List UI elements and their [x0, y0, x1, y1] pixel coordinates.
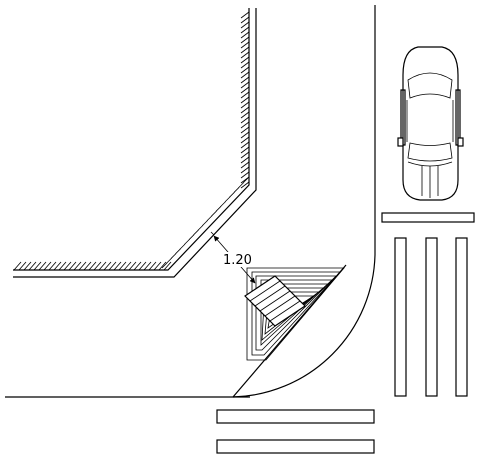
hatch-stroke — [113, 261, 122, 271]
hatch-stroke — [163, 261, 172, 271]
hatch-stroke — [240, 96, 250, 104]
hatch-stroke — [240, 156, 250, 164]
kerb-lines — [5, 5, 376, 398]
hatch-stroke — [240, 36, 250, 44]
hatch-stroke — [63, 261, 72, 271]
hatch-stroke — [93, 261, 102, 271]
hatch-stroke — [240, 56, 250, 64]
hatch-stroke — [215, 206, 222, 212]
hatch-stroke — [138, 261, 147, 271]
hatch-stroke — [240, 71, 250, 79]
hatch-stroke — [240, 86, 250, 94]
hatch-stroke — [240, 101, 250, 109]
hatch-stroke — [68, 261, 77, 271]
hatch-stroke — [240, 181, 250, 189]
hatch-stroke — [240, 26, 250, 34]
hatch-stroke — [240, 46, 250, 54]
hatch-stroke — [240, 41, 250, 49]
hatch-stroke — [43, 261, 52, 271]
hatch-stroke — [179, 243, 186, 250]
hatch-stroke — [242, 177, 249, 184]
hatch-stroke — [240, 111, 250, 119]
hatch-stroke — [240, 116, 250, 124]
hatch-stroke — [153, 261, 162, 271]
hatch-stroke — [240, 91, 250, 99]
hatch-stroke — [240, 146, 250, 154]
hatch-stroke — [188, 234, 195, 240]
hatch-stroke — [229, 191, 235, 198]
hatch-stroke — [170, 253, 177, 259]
hatch-stroke — [240, 171, 250, 179]
hatch-stroke — [240, 61, 250, 69]
hatch-stroke — [158, 261, 167, 271]
hatch-stroke — [233, 187, 240, 193]
hatch-stroke — [240, 11, 250, 19]
hatch-stroke — [240, 16, 250, 24]
hatch-stroke — [175, 248, 181, 255]
hatch-stroke — [240, 141, 250, 149]
hatch-stroke — [193, 229, 199, 236]
hatch-stroke — [240, 151, 250, 159]
hatch-stroke — [206, 215, 213, 222]
hatch-stroke — [18, 261, 27, 271]
hatch-stroke — [123, 261, 132, 271]
hatch-stroke — [118, 261, 127, 271]
building-wall — [13, 8, 257, 278]
hatch-stroke — [78, 261, 87, 271]
hatch-stroke — [23, 261, 32, 271]
hatch-stroke — [161, 262, 168, 269]
hatch-stroke — [220, 201, 226, 207]
hatch-stroke — [240, 51, 250, 59]
hatch-stroke — [48, 261, 57, 271]
wall-hatch-vertical — [240, 11, 250, 189]
hatch-stroke — [240, 161, 250, 169]
hatch-stroke — [202, 220, 208, 226]
hatch-stroke — [148, 261, 157, 271]
hatch-stroke — [240, 106, 250, 114]
hatch-stroke — [103, 261, 112, 271]
hatch-stroke — [197, 224, 204, 231]
hatch-stroke — [128, 261, 137, 271]
hatch-stroke — [240, 21, 250, 29]
hatch-stroke — [33, 261, 42, 271]
stepped-ramp — [244, 267, 345, 361]
hatch-stroke — [133, 261, 142, 271]
crosswalk-bottom — [216, 409, 375, 454]
hatch-stroke — [166, 257, 172, 264]
hatch-stroke — [240, 131, 250, 139]
hatch-stroke — [83, 261, 92, 271]
hatch-stroke — [143, 261, 152, 271]
dimension-label: 1.20 — [223, 253, 252, 268]
hatch-stroke — [238, 182, 244, 189]
hatch-stroke — [240, 136, 250, 144]
hatch-stroke — [108, 261, 117, 271]
car-icon — [397, 46, 464, 201]
hatch-stroke — [240, 31, 250, 39]
hatch-stroke — [73, 261, 82, 271]
hatch-stroke — [224, 196, 231, 203]
hatch-stroke — [53, 261, 62, 271]
hatch-stroke — [184, 239, 190, 245]
hatch-stroke — [28, 261, 37, 271]
wall-hatch-horizontal — [13, 261, 172, 271]
crosswalk-right — [381, 212, 475, 397]
hatch-stroke — [13, 261, 22, 271]
wall-hatch-diagonal — [161, 177, 249, 269]
hatch-stroke — [88, 261, 97, 271]
hatch-stroke — [58, 261, 67, 271]
hatch-stroke — [240, 166, 250, 174]
hatch-stroke — [211, 210, 217, 217]
hatch-stroke — [240, 126, 250, 134]
hatch-stroke — [98, 261, 107, 271]
hatch-stroke — [240, 81, 250, 89]
hatch-stroke — [38, 261, 47, 271]
hatch-stroke — [240, 66, 250, 74]
hatch-stroke — [240, 121, 250, 129]
dimension-1-20: 1.20 — [213, 235, 257, 284]
hatch-stroke — [240, 76, 250, 84]
